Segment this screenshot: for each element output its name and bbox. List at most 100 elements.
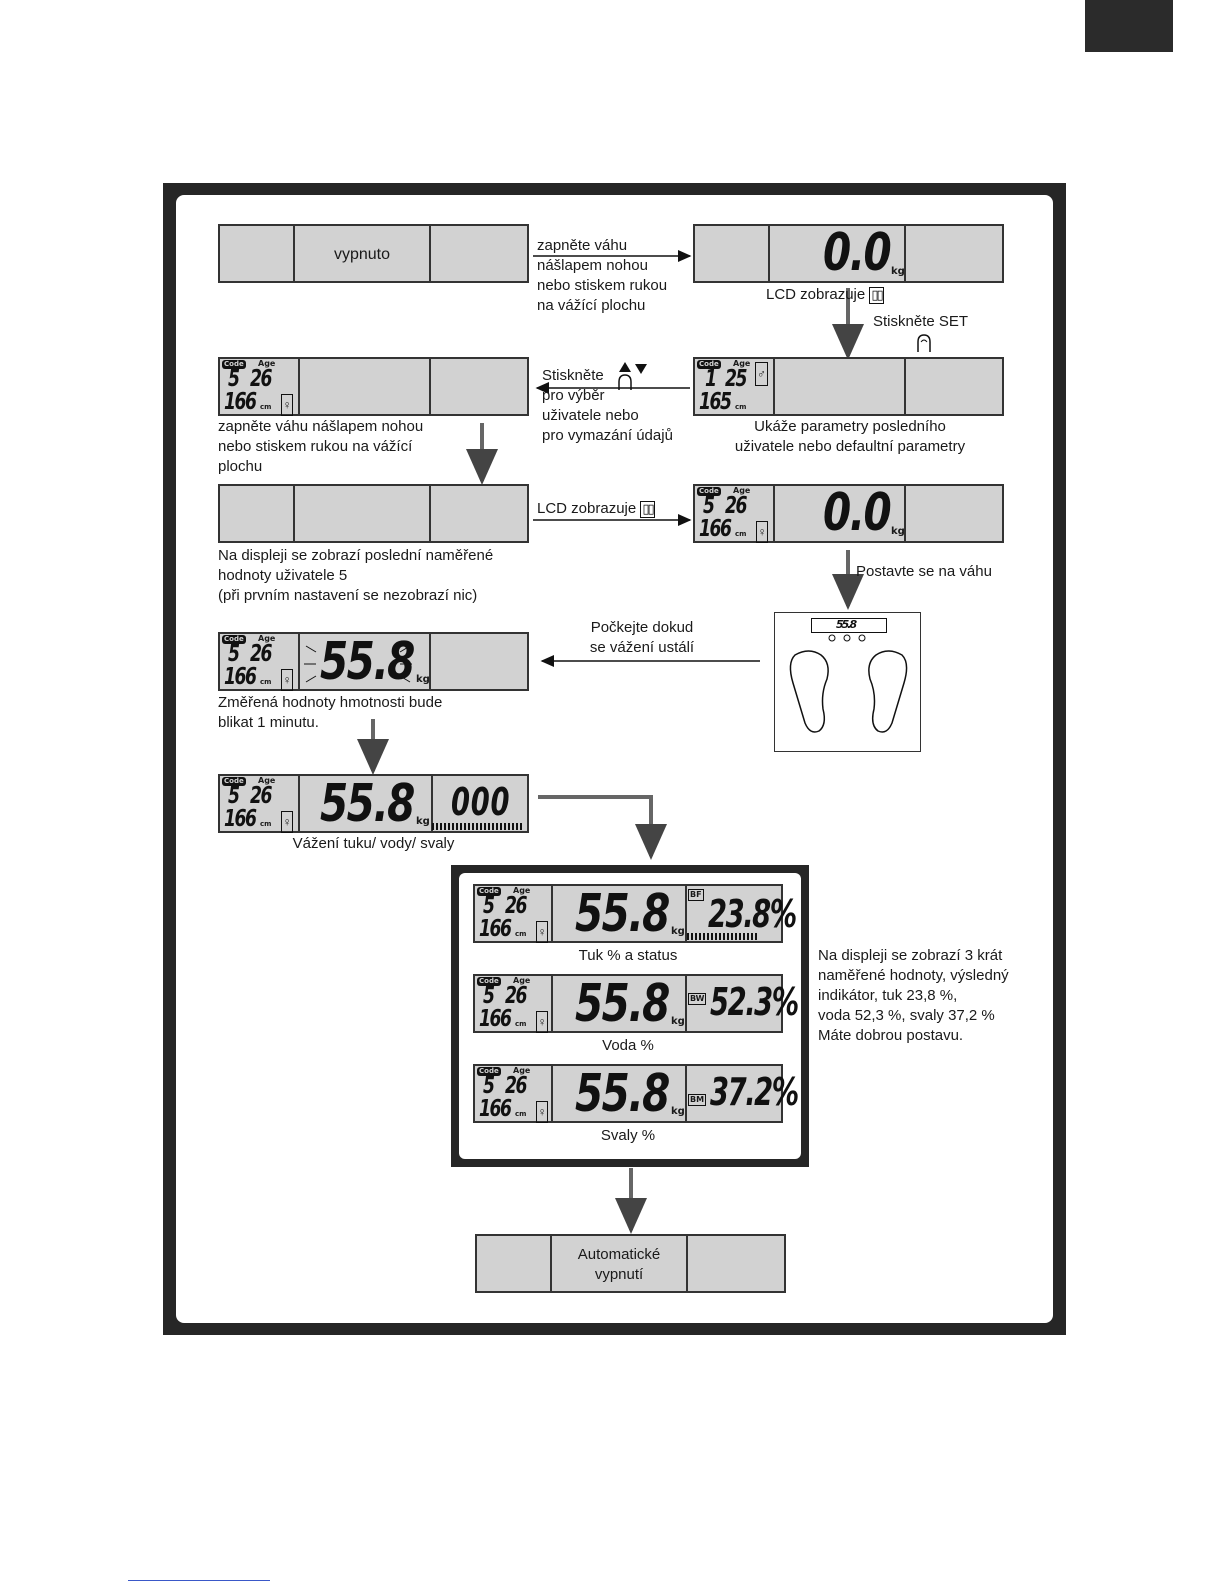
default-code: 1 bbox=[705, 367, 716, 391]
female-icon: ♀ bbox=[536, 921, 548, 943]
status-bars bbox=[687, 933, 757, 940]
user-height: 166 bbox=[224, 390, 256, 414]
user-height: 166 bbox=[479, 1007, 511, 1031]
user-height: 166 bbox=[224, 807, 256, 831]
female-icon: ♀ bbox=[756, 521, 768, 543]
weight-unit: kg bbox=[671, 1106, 685, 1117]
feet-icon bbox=[775, 613, 922, 753]
male-icon: ♂ bbox=[755, 362, 768, 386]
user-code: 5 bbox=[228, 367, 239, 391]
user-age: 26 bbox=[250, 784, 271, 808]
progress-indicator: 000 bbox=[451, 782, 510, 822]
female-icon: ♀ bbox=[281, 394, 293, 416]
lcd-off-text: vypnuto bbox=[295, 245, 429, 265]
lcd-off: vypnuto bbox=[218, 224, 529, 283]
user-code: 5 bbox=[483, 984, 494, 1008]
lcd-auto-off: Automatické vypnutí bbox=[475, 1234, 786, 1293]
user-code: 5 bbox=[483, 894, 494, 918]
note-results: Na displeji se zobrazí 3 krát naměřené h… bbox=[818, 946, 1009, 1046]
note-last-values: Na displeji se zobrazí poslední naměřené… bbox=[218, 546, 493, 606]
fat-value: 23.8% bbox=[708, 894, 796, 934]
arrow-measuring-to-results bbox=[538, 797, 651, 856]
weight-unit: kg bbox=[671, 1016, 685, 1027]
user-age: 26 bbox=[505, 1074, 526, 1098]
note-select-user: Stiskněte pro výběr uživatele nebo pro v… bbox=[542, 366, 673, 446]
lcd-blink: Code Age 5 26 166 cm ♀ 55.8 kg bbox=[218, 632, 529, 691]
caption-water: Voda % bbox=[473, 1036, 783, 1056]
weight-value: 55.8 bbox=[575, 1068, 669, 1120]
finger-press-icon bbox=[914, 332, 934, 354]
lcd-blank bbox=[218, 484, 529, 543]
water-value: 52.3% bbox=[710, 982, 798, 1022]
female-icon: ♀ bbox=[281, 669, 293, 691]
caption-fat: Tuk % a status bbox=[473, 946, 783, 966]
note-turn-on-2: zapněte váhu nášlapem nohou nebo stiskem… bbox=[218, 417, 423, 477]
user-height: 166 bbox=[479, 917, 511, 941]
user-code: 5 bbox=[228, 784, 239, 808]
label-stand: Postavte se na váhu bbox=[856, 562, 992, 582]
default-age: 25 bbox=[725, 367, 746, 391]
lcd-digit-icon: ▯▯ bbox=[640, 501, 654, 518]
up-down-press-icon bbox=[613, 360, 649, 392]
bw-badge: BW bbox=[688, 993, 706, 1005]
weight-value: 55.8 bbox=[320, 778, 414, 830]
note-turn-on: zapněte váhu nášlapem nohou nebo stiskem… bbox=[537, 236, 667, 316]
female-icon: ♀ bbox=[281, 811, 293, 833]
user-age: 26 bbox=[250, 367, 271, 391]
weight-unit: kg bbox=[416, 816, 430, 827]
user-height: 166 bbox=[224, 665, 256, 689]
lcd-params-default: Code Age 1 25 165 cm ♂ bbox=[693, 357, 1004, 416]
height-unit: cm bbox=[515, 1110, 526, 1118]
auto-off-text: Automatické vypnutí bbox=[552, 1245, 686, 1285]
user-age: 26 bbox=[725, 494, 746, 518]
footer-rule bbox=[128, 1580, 270, 1581]
muscle-value: 37.2% bbox=[710, 1072, 798, 1112]
lcd-result-fat: Code Age 5 26 166 cm ♀ 55.8 kg BF 23.8% bbox=[473, 884, 783, 943]
label-measuring: Vážení tuku/ vody/ svaly bbox=[218, 834, 529, 854]
height-unit: cm bbox=[735, 530, 746, 538]
female-icon: ♀ bbox=[536, 1011, 548, 1033]
label-lcd-shows: LCD zobrazuje ▯▯ bbox=[766, 285, 884, 306]
label-shows-params: Ukáže parametry posledního uživatele neb… bbox=[700, 417, 1000, 457]
label-press-set: Stiskněte SET bbox=[873, 312, 968, 332]
weight-value: 55.8 bbox=[320, 636, 414, 688]
weight-value: 0.0 bbox=[823, 487, 890, 539]
note-blink: Změřená hodnoty hmotnosti bude blikat 1 … bbox=[218, 693, 442, 733]
user-age: 26 bbox=[505, 984, 526, 1008]
height-unit: cm bbox=[260, 403, 271, 411]
female-icon: ♀ bbox=[536, 1101, 548, 1123]
height-unit: cm bbox=[735, 403, 746, 411]
user-height: 166 bbox=[699, 517, 731, 541]
weight-value: 55.8 bbox=[575, 888, 669, 940]
weight-unit: kg bbox=[416, 674, 430, 685]
user-age: 26 bbox=[250, 642, 271, 666]
height-unit: cm bbox=[260, 678, 271, 686]
lcd-result-water: Code Age 5 26 166 cm ♀ 55.8 kg BW 52.3% bbox=[473, 974, 783, 1033]
user-age: 26 bbox=[505, 894, 526, 918]
weight-unit: kg bbox=[671, 926, 685, 937]
user-height: 166 bbox=[479, 1097, 511, 1121]
height-unit: cm bbox=[515, 1020, 526, 1028]
lcd-zero-unit: kg bbox=[891, 266, 905, 277]
lcd-user5: Code Age 5 26 166 cm ♀ bbox=[218, 357, 529, 416]
bf-badge: BF bbox=[688, 889, 704, 901]
lcd-user5-zero: Code Age 5 26 166 cm ♀ 0.0 kg bbox=[693, 484, 1004, 543]
user-code: 5 bbox=[228, 642, 239, 666]
height-unit: cm bbox=[260, 820, 271, 828]
caption-muscle: Svaly % bbox=[473, 1126, 783, 1146]
default-height: 165 bbox=[699, 390, 731, 414]
user-code: 5 bbox=[703, 494, 714, 518]
lcd-zero-weight: 0.0 bbox=[823, 227, 890, 279]
scale-illustration: 55.8 bbox=[774, 612, 921, 752]
lcd-zero: 0.0 kg bbox=[693, 224, 1004, 283]
height-unit: cm bbox=[515, 930, 526, 938]
lcd-result-muscle: Code Age 5 26 166 cm ♀ 55.8 kg BM 37.2% bbox=[473, 1064, 783, 1123]
note-wait: Počkejte dokud se vážení ustálí bbox=[580, 618, 704, 658]
status-bars bbox=[432, 823, 524, 830]
label-lcd-shows-2: LCD zobrazuje ▯▯ bbox=[537, 499, 655, 520]
user-code: 5 bbox=[483, 1074, 494, 1098]
lcd-digit-icon: ▯▯ bbox=[869, 287, 883, 304]
weight-value: 55.8 bbox=[575, 978, 669, 1030]
weight-unit: kg bbox=[891, 526, 905, 537]
lcd-measuring: Code Age 5 26 166 cm ♀ 55.8 kg 000 bbox=[218, 774, 529, 833]
